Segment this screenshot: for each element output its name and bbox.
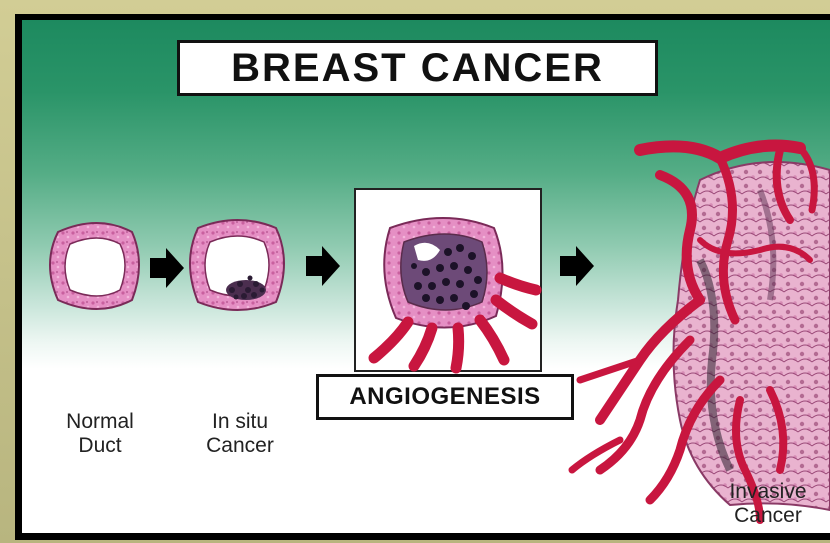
arrow-right-icon	[150, 248, 184, 288]
invasive-label-line2: Cancer	[708, 504, 828, 528]
normal-duct-label-line1: Normal	[40, 410, 160, 434]
angiogenesis-label-box: ANGIOGENESIS	[316, 374, 574, 420]
angiogenesis-label: ANGIOGENESIS	[349, 383, 540, 411]
in-situ-label-line1: In situ	[180, 410, 300, 434]
normal-duct-label: Normal Duct	[40, 410, 160, 458]
in-situ-cancer-label: In situ Cancer	[180, 410, 300, 458]
in-situ-duct	[190, 220, 284, 310]
invasive-cancer-label: Invasive Cancer	[708, 480, 828, 528]
in-situ-label-line2: Cancer	[180, 434, 300, 458]
normal-duct	[50, 223, 139, 309]
diagram-title: BREAST CANCER	[231, 46, 604, 91]
arrow-right-icon	[306, 246, 340, 286]
normal-duct-label-line2: Duct	[40, 434, 160, 458]
invasive-label-line1: Invasive	[708, 480, 828, 504]
angiogenesis-illustration	[356, 190, 544, 374]
angiogenesis-panel	[354, 188, 542, 372]
arrow-right-icon	[560, 246, 594, 286]
title-box: BREAST CANCER	[177, 40, 658, 96]
